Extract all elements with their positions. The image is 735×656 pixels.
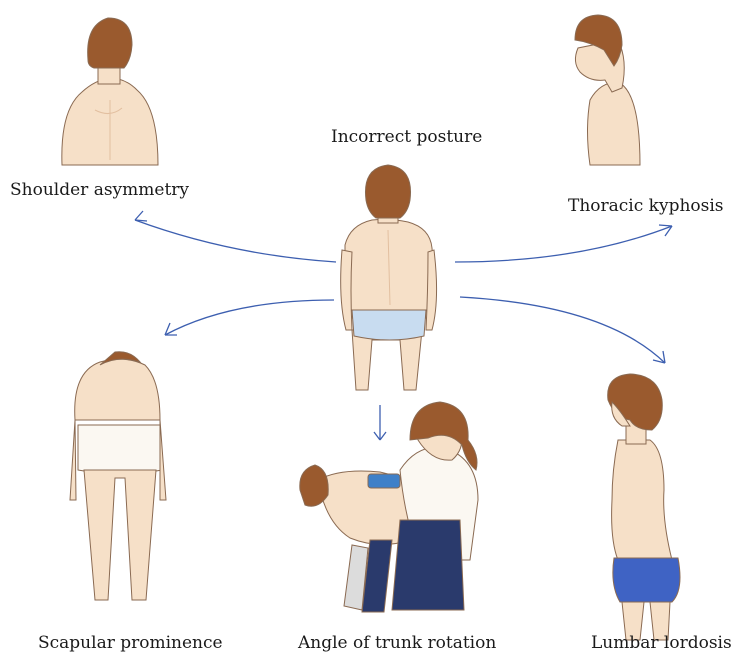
- figure-scapular-prominence: [70, 352, 166, 600]
- label-angle-of-trunk-rotation: Angle of trunk rotation: [298, 633, 496, 653]
- arrowhead-bottom-left: [165, 323, 177, 335]
- figure-trunk-rotation: [300, 402, 478, 612]
- arrow-to-thoracic-kyphosis: [455, 226, 672, 262]
- label-shoulder-asymmetry: Shoulder asymmetry: [10, 180, 189, 200]
- arrow-to-scapular-prominence: [165, 300, 334, 335]
- figure-thoracic-kyphosis: [575, 15, 640, 165]
- figure-lumbar-lordosis: [608, 374, 680, 640]
- label-incorrect-posture: Incorrect posture: [331, 127, 482, 147]
- label-scapular-prominence: Scapular prominence: [38, 633, 223, 653]
- arrowhead-top-left: [135, 211, 147, 221]
- label-thoracic-kyphosis: Thoracic kyphosis: [568, 196, 724, 216]
- figure-shoulder-asymmetry: [62, 18, 158, 165]
- arrow-to-lumbar-lordosis: [460, 297, 665, 363]
- figure-incorrect-posture: [341, 165, 437, 390]
- label-lumbar-lordosis: Lumbar lordosis: [591, 633, 732, 653]
- arrow-to-shoulder-asymmetry: [135, 220, 336, 262]
